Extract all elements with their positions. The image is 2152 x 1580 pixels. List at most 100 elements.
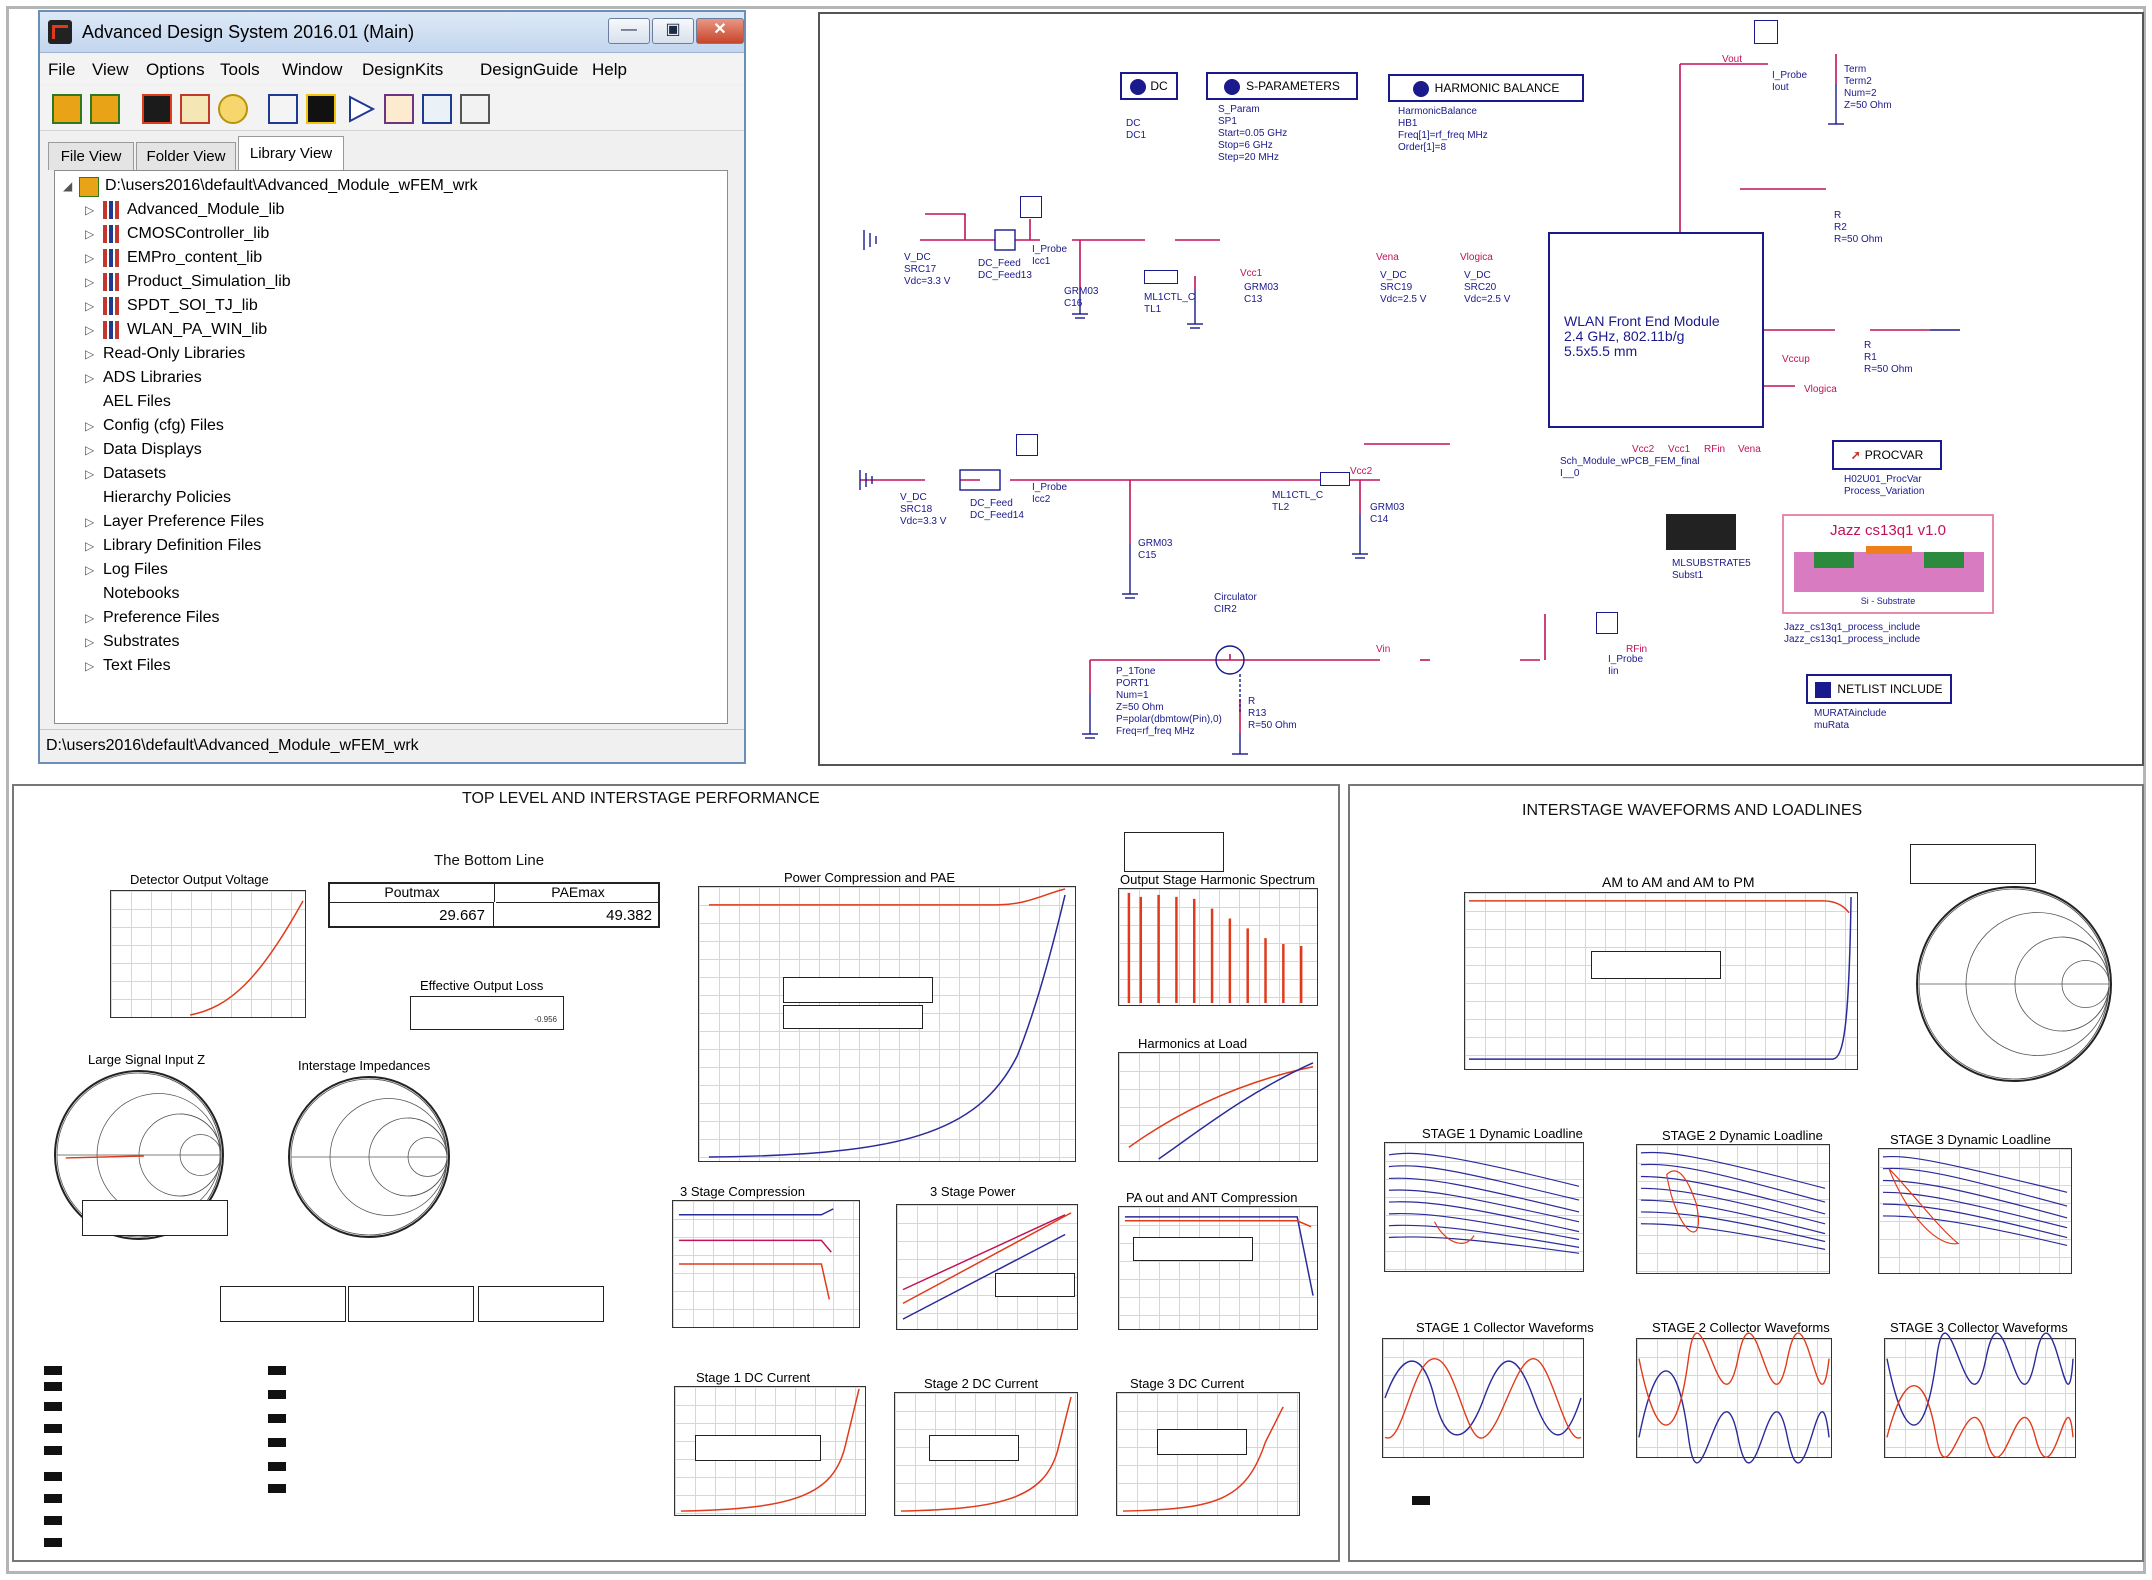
library-tree[interactable]: ◢ D:\users2016\default\Advanced_Module_w… — [54, 170, 728, 724]
menu-options[interactable]: Options — [146, 60, 205, 79]
expand-arrow-icon[interactable]: ▷ — [85, 275, 95, 289]
tree-folder-item[interactable]: ADS Libraries — [103, 369, 202, 386]
icc2-probe-icon[interactable] — [1016, 434, 1038, 456]
tree-library-item[interactable]: Product_Simulation_lib — [127, 273, 291, 290]
menu-help[interactable]: Help — [592, 60, 627, 79]
tree-folder-item[interactable]: Library Definition Files — [103, 537, 262, 554]
menu-tools[interactable]: Tools — [220, 60, 260, 79]
tree-library-item[interactable]: EMPro_content_lib — [127, 249, 263, 266]
menu-designkits[interactable]: DesignKits — [362, 60, 444, 79]
tree-folder-item[interactable]: AEL Files — [103, 393, 171, 410]
tree-folder-item[interactable]: Config (cfg) Files — [103, 417, 224, 434]
icc1-probe-icon[interactable] — [1020, 196, 1042, 218]
stage3-power-plot[interactable] — [896, 1204, 1078, 1330]
tree-library-item[interactable]: Advanced_Module_lib — [127, 201, 285, 218]
tab-library-view[interactable]: Library View — [238, 136, 344, 170]
hierarchy-icon[interactable] — [460, 94, 490, 124]
expand-arrow-icon[interactable]: ▷ — [85, 443, 95, 457]
minimize-button[interactable]: — — [608, 18, 650, 44]
tree-folder-item[interactable]: Hierarchy Policies — [103, 489, 232, 506]
harm-load-plot[interactable] — [1118, 1052, 1318, 1162]
tree-library-item[interactable]: WLAN_PA_WIN_lib — [127, 321, 268, 338]
windows-icon[interactable] — [422, 94, 452, 124]
tree-folder-item[interactable]: Read-Only Libraries — [103, 345, 246, 362]
amam-smith[interactable] — [1916, 886, 2112, 1082]
expand-arrow-icon[interactable]: ▷ — [85, 323, 95, 337]
text-editor-icon[interactable] — [180, 94, 210, 124]
tree-folder-item[interactable]: Log Files — [103, 561, 168, 578]
s1dc-plot[interactable] — [674, 1386, 866, 1516]
expand-arrow-icon[interactable]: ▷ — [85, 635, 95, 649]
menu-view[interactable]: View — [92, 60, 129, 79]
ll3-plot[interactable] — [1878, 1148, 2072, 1274]
data-display-icon[interactable] — [268, 94, 298, 124]
tl1-line-icon[interactable] — [1144, 270, 1178, 284]
stage3-comp-plot[interactable] — [672, 1200, 860, 1328]
expand-arrow-icon[interactable]: ▷ — [85, 299, 95, 313]
tree-folder-item[interactable]: Notebooks — [103, 585, 180, 602]
cw1-plot[interactable] — [1382, 1338, 1584, 1458]
tab-file-view[interactable]: File View — [48, 142, 134, 170]
close-button[interactable]: ✕ — [696, 18, 744, 44]
simulate-icon[interactable] — [346, 94, 376, 124]
open-workspace-icon[interactable] — [90, 94, 120, 124]
expand-arrow-icon[interactable]: ▷ — [85, 563, 95, 577]
expand-arrow-icon[interactable]: ▷ — [85, 347, 95, 361]
ll2-plot[interactable] — [1636, 1144, 1830, 1274]
title-bar[interactable]: Advanced Design System 2016.01 (Main) — … — [40, 12, 744, 53]
expand-arrow-icon[interactable]: ▷ — [85, 611, 95, 625]
schematic-icon[interactable] — [142, 94, 172, 124]
expand-arrow-icon[interactable]: ▷ — [85, 467, 95, 481]
schematic-canvas[interactable]: DC DC DC1 S-PARAMETERS S_Param SP1 Start… — [818, 12, 2144, 766]
tl2-line-icon[interactable] — [1320, 472, 1350, 486]
tree-folder-item[interactable]: Layer Preference Files — [103, 513, 264, 530]
hb-sim-block[interactable]: HARMONIC BALANCE — [1388, 74, 1584, 102]
s2dc-plot[interactable] — [894, 1392, 1078, 1516]
amam-plot[interactable] — [1464, 892, 1858, 1070]
power-comp-plot[interactable] — [698, 886, 1076, 1162]
cw2-plot[interactable] — [1636, 1332, 1832, 1464]
datasets-icon[interactable] — [384, 94, 414, 124]
tree-folder-item[interactable]: Datasets — [103, 465, 167, 482]
tree-root[interactable]: D:\users2016\default\Advanced_Module_wFE… — [105, 177, 478, 194]
maximize-button[interactable]: ▣ — [652, 18, 694, 44]
expand-arrow-icon[interactable]: ▷ — [85, 515, 95, 529]
paout-plot[interactable] — [1118, 1206, 1318, 1330]
expand-arrow-icon[interactable]: ▷ — [85, 371, 95, 385]
tree-folder-item[interactable]: Data Displays — [103, 441, 202, 458]
menu-file[interactable]: File — [48, 60, 76, 79]
search-icon[interactable] — [218, 94, 248, 124]
tab-folder-view[interactable]: Folder View — [136, 142, 236, 170]
wlan-fem-module[interactable]: WLAN Front End Module 2.4 GHz, 802.11b/g… — [1548, 232, 1764, 428]
menu-window[interactable]: Window — [282, 60, 343, 79]
harmonic-plot[interactable] — [1118, 888, 1318, 1006]
expand-arrow-icon[interactable]: ▷ — [85, 659, 95, 673]
tree-folder-item[interactable]: Preference Files — [103, 609, 220, 626]
netlist-include-block[interactable]: NETLIST INCLUDE — [1806, 674, 1952, 704]
iout-probe-icon[interactable] — [1754, 20, 1778, 44]
tree-folder-item[interactable]: Text Files — [103, 657, 171, 674]
expand-arrow-icon[interactable]: ▷ — [85, 227, 95, 241]
iin-probe-icon[interactable] — [1596, 612, 1618, 634]
jazz-process-block[interactable]: Jazz cs13q1 v1.0 Si - Substrate — [1782, 514, 1994, 614]
msub-icon[interactable] — [1666, 514, 1736, 550]
menu-designguide[interactable]: DesignGuide — [480, 60, 579, 79]
sparam-sim-block[interactable]: S-PARAMETERS — [1206, 72, 1358, 100]
tree-library-item[interactable]: SPDT_SOI_TJ_lib — [127, 297, 258, 314]
tree-library-item[interactable]: CMOSController_lib — [127, 225, 270, 242]
dc-sim-block[interactable]: DC — [1120, 72, 1178, 100]
cw3-plot[interactable] — [1884, 1332, 2076, 1458]
layout-icon[interactable] — [306, 94, 336, 124]
detector-plot[interactable] — [110, 890, 306, 1018]
expand-arrow-icon[interactable]: ▷ — [85, 203, 95, 217]
ll1-plot[interactable] — [1384, 1142, 1584, 1272]
new-workspace-icon[interactable] — [52, 94, 82, 124]
procvar-block[interactable]: ➚PROCVAR — [1832, 440, 1942, 470]
collapse-arrow-icon[interactable]: ◢ — [63, 179, 73, 193]
expand-arrow-icon[interactable]: ▷ — [85, 251, 95, 265]
interstage-smith[interactable] — [288, 1076, 450, 1238]
tree-folder-item[interactable]: Substrates — [103, 633, 180, 650]
expand-arrow-icon[interactable]: ▷ — [85, 539, 95, 553]
expand-arrow-icon[interactable]: ▷ — [85, 419, 95, 433]
s3dc-plot[interactable] — [1116, 1392, 1300, 1516]
